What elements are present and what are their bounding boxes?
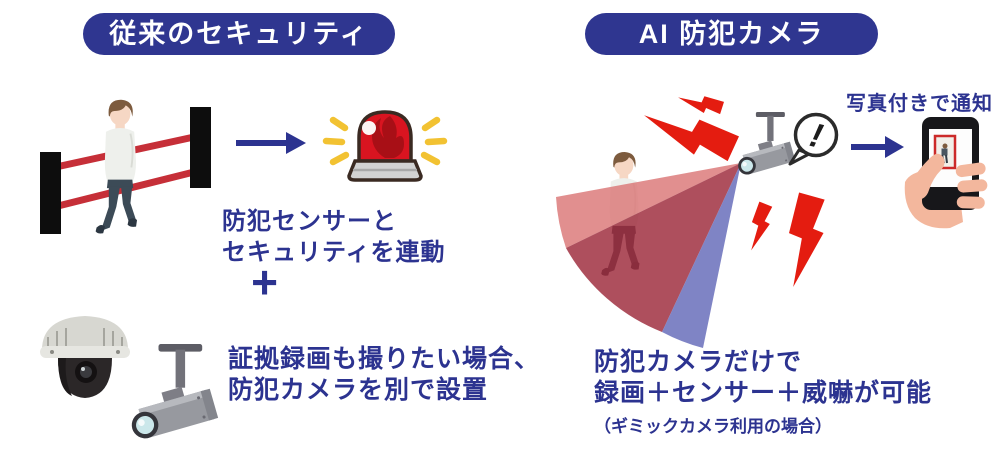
sensor-caption-line2: セキュリティを連動 [222, 239, 446, 266]
alarm-rays [322, 116, 448, 166]
notify-label: 写真付きで通知 [846, 93, 993, 115]
sensor-caption: 防犯センサーと セキュリティを連動 [222, 206, 446, 268]
camera-caption-line1: 証拠録画も撮りたい場合、 [228, 345, 541, 373]
ai-camera-caption: 防犯カメラだけで 録画＋センサー＋威嚇が可能 （ギミックカメラ利用の場合） [594, 347, 932, 438]
sensor-gate-icon [40, 107, 211, 234]
alert-speech-bubble-icon: ! [788, 112, 839, 166]
intruder-person-left-icon [94, 98, 138, 235]
ai-caption-note: （ギミックカメラ利用の場合） [594, 417, 832, 436]
sensor-post-right [190, 107, 211, 188]
hand-fingers [955, 162, 988, 209]
arrow-right-icon-left [236, 132, 306, 154]
ai-caption-line2: 録画＋センサー＋威嚇が可能 [594, 379, 933, 407]
sensor-post-left [40, 152, 61, 234]
detection-cone-icon [556, 163, 741, 348]
bullet-camera-icon-right [733, 112, 796, 177]
bullet-camera-icon-left [124, 344, 219, 442]
left-header: 従来のセキュリティ [83, 13, 395, 55]
right-header: AI 防犯カメラ [585, 13, 878, 55]
dome-camera-icon [40, 316, 130, 398]
camera-caption-line2: 防犯カメラを別で設置 [228, 376, 489, 404]
camera-caption: 証拠録画も撮りたい場合、 防犯カメラを別で設置 [228, 344, 540, 406]
smartphone-in-hand-icon [904, 117, 988, 229]
sensor-caption-line1: 防犯センサーと [222, 208, 397, 235]
arrow-right-icon-right [851, 136, 904, 158]
ai-caption-line1: 防犯カメラだけで [594, 348, 803, 376]
alarm-light-icon [322, 110, 448, 182]
plus-icon: + [251, 256, 279, 308]
